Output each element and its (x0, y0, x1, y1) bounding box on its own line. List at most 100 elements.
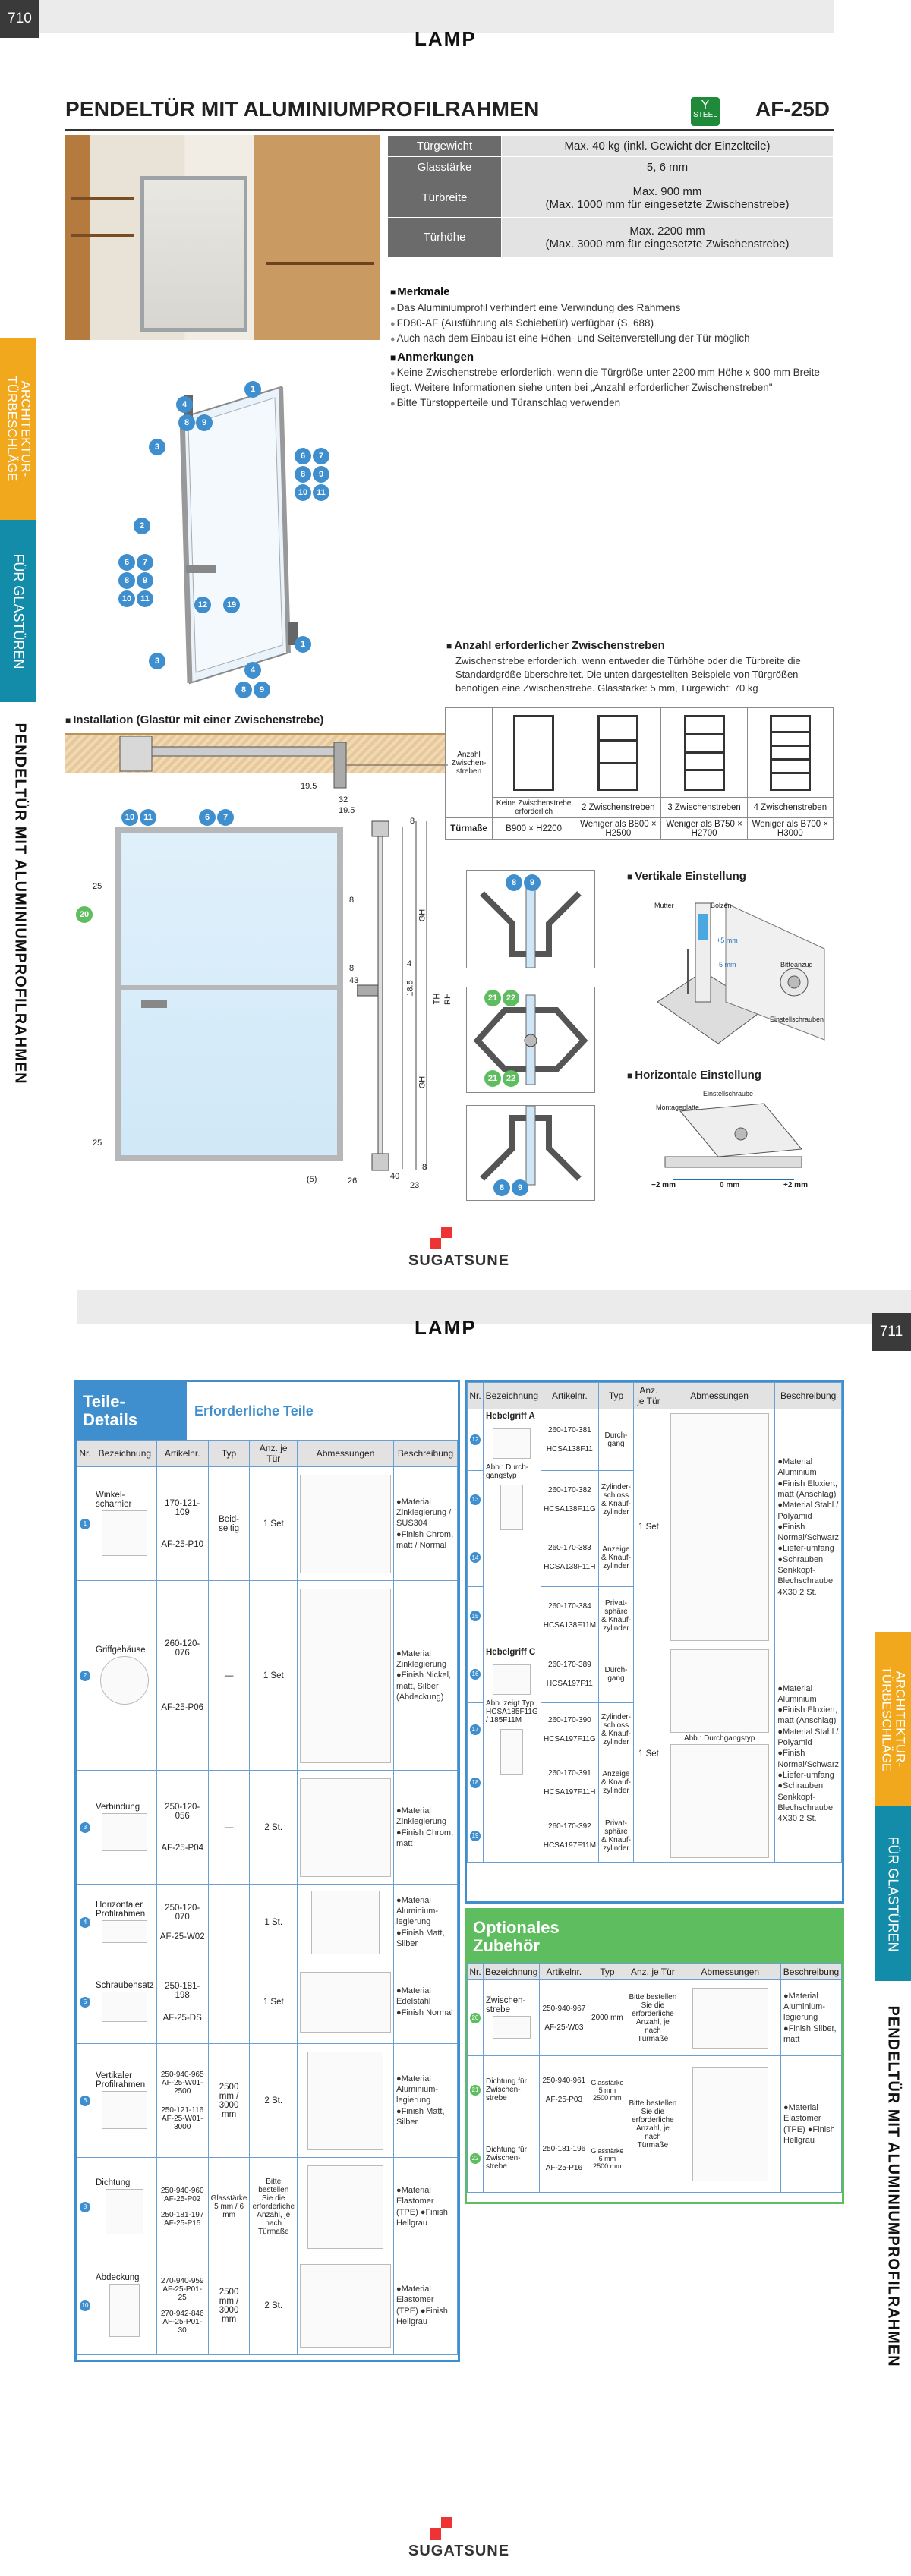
row-number: 6 (80, 2095, 90, 2106)
part-description: ●Material Aluminium-legierung ●Finish Ma… (393, 1884, 458, 1960)
strut-text: Zwischenstrebe erforderlich, wenn entwed… (456, 655, 801, 694)
part-photo (109, 2283, 140, 2337)
dim-label: 19.5 (301, 782, 317, 791)
row-number: 3 (80, 1822, 90, 1833)
part-type: 2500 mm / 3000 mm (207, 2043, 251, 2158)
row-number: 18 (470, 1777, 481, 1788)
row-number: 8 (80, 2201, 90, 2212)
spec-value: 5, 6 mm (501, 156, 834, 178)
table-header-row: Nr. Bezeichnung Artikelnr. Typ Anz. je T… (467, 1382, 842, 1409)
steel-badge-label: STEEL (693, 111, 717, 119)
part-type: Privat-sphäre & Knauf-zylinder (598, 1809, 634, 1863)
article-number: 250-181-197 (160, 2210, 204, 2219)
optional-title: Optionales Zubehör (473, 1917, 560, 1955)
article-number: 260-170-382 (548, 1485, 591, 1494)
col-header: Nr. (467, 1382, 484, 1409)
side-tab-glastueren[interactable]: FÜR GLASTÜREN (0, 520, 36, 702)
parts-subtitle: Erforderliche Teile (184, 1382, 458, 1440)
article-number: 250-181-196 (542, 2144, 586, 2153)
article-number: 260-170-384 (548, 1602, 591, 1611)
required-parts-table: Nr. Bezeichnung Artikelnr. Typ Anz. je T… (77, 1440, 458, 2355)
part-type: Glasstärke 5 mm / 6 mm (207, 2157, 251, 2256)
article-code: AF-25-P06 (161, 1702, 203, 1712)
door-front-drawing (115, 827, 343, 1161)
spec-value-line1: Max. 2200 mm (629, 224, 705, 238)
part-description: ●Material Zinklegierung ●Finish Nickel, … (393, 1580, 458, 1771)
diagram-callout: 4 (176, 396, 193, 413)
dimension-drawing (307, 2165, 384, 2249)
part-type: Durch-gang (598, 1645, 634, 1703)
product-photo (65, 135, 380, 340)
part-name: Schraubensatz (96, 1980, 154, 1990)
dim-label: 8 (349, 964, 355, 973)
diagram-callout: 10 (121, 809, 138, 826)
vert-label: Bitteanzug (780, 961, 813, 968)
lever-handles-panel: Nr. Bezeichnung Artikelnr. Typ Anz. je T… (465, 1380, 844, 1904)
diagram-callout: 9 (512, 1179, 528, 1196)
spec-value: Max. 2200 mm(Max. 3000 mm für eingesetzt… (501, 217, 834, 257)
page-title: PENDELTÜR MIT ALUMINIUMPROFILRAHMEN (65, 97, 540, 121)
dim-label: 8 (410, 817, 415, 826)
col-header: Abmessungen (297, 1440, 395, 1467)
side-title-vertical: PENDELTÜR MIT ALUMINIUMPROFILRAHMEN (878, 1989, 908, 2383)
part-qty: Bitte bestellen Sie die erforderliche An… (626, 1979, 680, 2056)
row-number: 16 (470, 1668, 481, 1680)
col-header: Bezeichnung (483, 1382, 541, 1409)
strut-table: Anzahl Zwischen-streben Keine Zwischenst… (445, 707, 834, 840)
hor-label: Montageplatte (656, 1104, 700, 1111)
spec-key: Türhöhe (387, 217, 502, 257)
side-tab-architektur[interactable]: ARCHITEKTUR- TÜRBESCHLÄGE (0, 338, 36, 520)
part-name: Vertikaler Profilrahmen (96, 2071, 146, 2089)
vert-label: Bolzen (711, 902, 732, 909)
part-type: Zylinder-schloss & Knauf-zylinder (598, 1469, 634, 1529)
part-name: Verbindung (96, 1802, 140, 1812)
diagram-callout: 11 (137, 590, 153, 607)
spec-value-line2: (Max. 3000 mm für eingesetzte Zwischenst… (545, 237, 790, 250)
detail-drawing-middle (466, 987, 595, 1093)
part-description: ●Material Zinklegierung / SUS304 ●Finish… (393, 1466, 458, 1581)
diagram-callout: 1 (244, 381, 261, 398)
part-qty: 1 Set (632, 1409, 664, 1645)
article-code: AF-25-P02 (164, 2194, 201, 2203)
article-code: AF-25-P01-25 (162, 2285, 203, 2302)
side-tab-glastueren[interactable]: FÜR GLASTÜREN (875, 1806, 911, 1981)
dim-label: 18.5 (405, 980, 415, 997)
dim-label: 8 (349, 896, 355, 905)
side-tab-label: FÜR GLASTÜREN (885, 1835, 901, 1951)
vert-label: +5 mm (717, 937, 738, 944)
table-header-row: Nr. Bezeichnung Artikelnr. Typ Anz. je T… (467, 1963, 842, 1980)
footer-logo-mark-icon (430, 2517, 452, 2540)
article-code: HCSA138F11H (544, 1563, 596, 1572)
article-code: HCSA197F11G (544, 1734, 596, 1743)
article-code: AF-25-W01-3000 (161, 2114, 203, 2131)
dim-label: (5) (307, 1175, 317, 1184)
side-tab-architektur[interactable]: ARCHITEKTUR- TÜRBESCHLÄGE (875, 1632, 911, 1806)
strut-size-label: Türmaße (445, 817, 493, 840)
part-type: Privat-sphäre & Knauf-zylinder (598, 1586, 634, 1645)
diagram-callout: 3 (149, 439, 165, 455)
dim-label: 8 (422, 1163, 427, 1172)
row-number: 15 (470, 1611, 481, 1622)
dimension-label: Abb.: Durchgangstyp (683, 1734, 755, 1743)
dim-label: GH (418, 909, 427, 922)
row-number: 19 (470, 1830, 481, 1841)
col-header: Anz. je Tür (249, 1440, 298, 1467)
col-header: Anz. je Tür (626, 1963, 680, 1980)
install-heading: Installation (Glastür mit einer Zwischen… (65, 713, 323, 726)
part-name: Dichtung für Zwischen-strebe (486, 2077, 527, 2102)
strut-col-name: Keine Zwischenstrebe erforderlich (491, 797, 576, 818)
col-header: Artikelnr. (540, 1382, 600, 1409)
article-number: 250-940-967 (542, 2004, 586, 2013)
strut-col-name: 4 Zwischenstreben (746, 797, 834, 818)
horizontal-adjust-drawing: Einstellschraube Montageplatte −2 mm 0 m… (650, 1088, 817, 1195)
strut-illustration (746, 707, 834, 798)
model-number: AF-25D (755, 97, 831, 121)
